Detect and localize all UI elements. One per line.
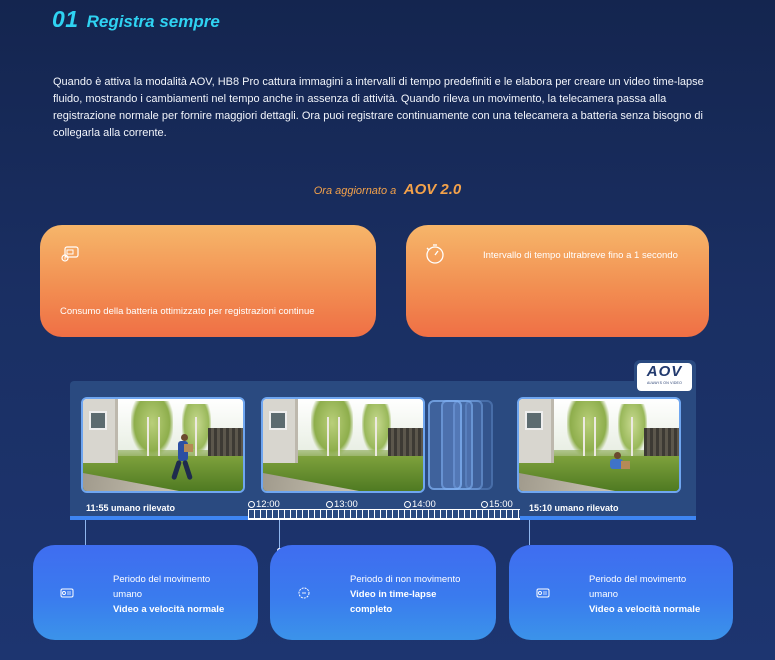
aov-logo-text: AOV bbox=[646, 363, 683, 380]
update-version: AOV 2.0 bbox=[403, 181, 462, 198]
connector-line bbox=[529, 520, 530, 545]
marker-icon bbox=[326, 501, 333, 508]
camera-frame-motion-end bbox=[517, 397, 681, 493]
marker-icon bbox=[481, 501, 488, 508]
battery-camera-icon bbox=[61, 246, 79, 262]
section-heading: 01 Registra sempre bbox=[52, 6, 220, 33]
section-number: 01 bbox=[52, 6, 79, 32]
timeline-timelapse-bar bbox=[248, 518, 520, 520]
timelapse-icon bbox=[298, 587, 310, 599]
update-line: Ora aggiornato a AOV 2.0 bbox=[0, 181, 775, 199]
feature-card-battery: Consumo della batteria ottimizzato per r… bbox=[40, 225, 376, 337]
feature-card-interval: Intervallo di tempo ultrabreve fino a 1 … bbox=[406, 225, 709, 337]
aov-logo-subtitle: ALWAYS ON VIDEO bbox=[646, 381, 683, 385]
period-text: Periodo di non movimento Video in time-l… bbox=[350, 574, 461, 615]
stopwatch-icon bbox=[426, 244, 444, 264]
update-prefix: Ora aggiornato a bbox=[313, 185, 397, 197]
camera-icon bbox=[60, 588, 74, 598]
camera-frame-motion-start bbox=[81, 397, 245, 493]
timeline-tick: 12:00 bbox=[248, 499, 280, 510]
sitting-person bbox=[607, 452, 630, 474]
timeline-end-label: 15:10 umano rilevato bbox=[529, 503, 619, 513]
camera-icon bbox=[536, 588, 550, 598]
marker-icon bbox=[404, 501, 411, 508]
connector-line bbox=[85, 520, 86, 545]
aov-logo: AOV ALWAYS ON VIDEO bbox=[637, 363, 692, 391]
timeline-motion-bar bbox=[520, 516, 696, 520]
intro-paragraph: Quando è attiva la modalità AOV, HB8 Pro… bbox=[53, 76, 704, 139]
timeline-motion-bar bbox=[70, 516, 248, 520]
feature-text: Consumo della batteria ottimizzato per r… bbox=[60, 306, 315, 317]
timeline-ruler bbox=[248, 509, 520, 519]
section-title: Registra sempre bbox=[86, 12, 220, 31]
timelapse-frame-stack bbox=[428, 400, 462, 490]
period-text: Periodo del movimento umano Video a velo… bbox=[113, 574, 225, 615]
timeline-tick: 13:00 bbox=[326, 499, 358, 510]
marker-icon bbox=[248, 501, 255, 508]
feature-text: Intervallo di tempo ultrabreve fino a 1 … bbox=[483, 250, 678, 261]
period-card-no-motion: Periodo di non movimento Video in time-l… bbox=[270, 545, 496, 640]
camera-frame-no-motion bbox=[261, 397, 425, 493]
connector-line bbox=[279, 520, 280, 550]
period-card-motion: Periodo del movimento umano Video a velo… bbox=[33, 545, 258, 640]
timeline-tick: 15:00 bbox=[481, 499, 513, 510]
timeline-start-label: 11:55 umano rilevato bbox=[86, 503, 176, 513]
timeline-tick: 14:00 bbox=[404, 499, 436, 510]
period-text: Periodo del movimento umano Video a velo… bbox=[589, 574, 701, 615]
delivery-person bbox=[170, 433, 193, 486]
period-card-motion: Periodo del movimento umano Video a velo… bbox=[509, 545, 733, 640]
